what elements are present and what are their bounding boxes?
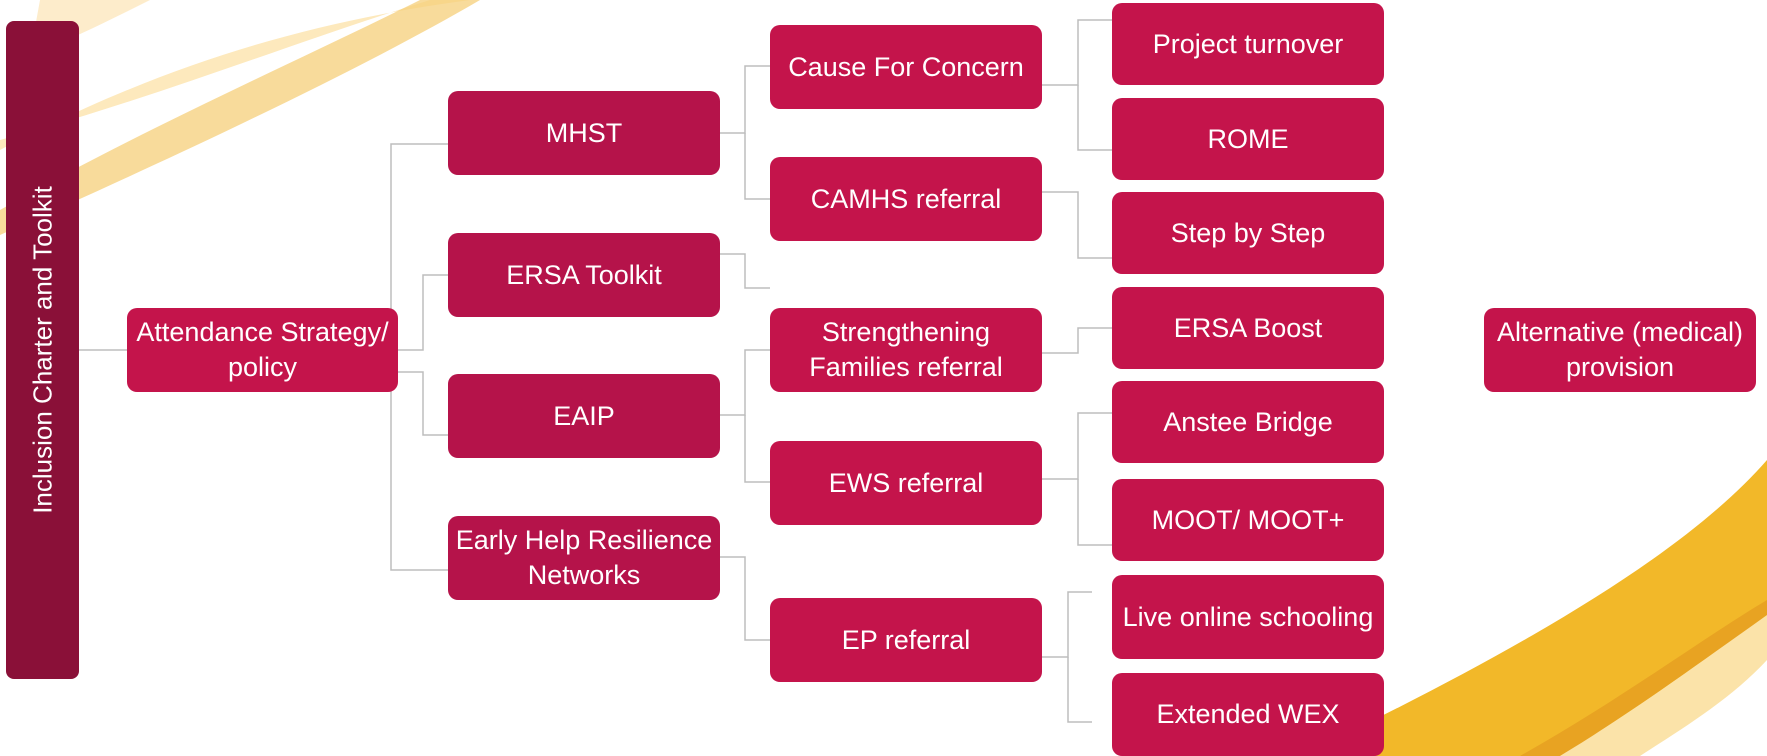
top-left-gold-swoosh [0, 0, 480, 235]
cause-for-concern-label: Cause For Concern [788, 51, 1024, 82]
anstee-bridge-node: Anstee Bridge [1112, 381, 1384, 463]
eaip-label: EAIP [553, 400, 615, 431]
moot-label: MOOT/ MOOT+ [1151, 504, 1345, 535]
alternative-provision-label: Alternative (medical) provision [1496, 317, 1744, 382]
inclusion-charter-sidebar: Inclusion Charter and Toolkit [6, 21, 79, 679]
eaip-node: EAIP [448, 374, 720, 458]
bottom-right-light-swoosh [1560, 610, 1767, 756]
project-turnover-node: Project turnover [1112, 3, 1384, 85]
anstee-bridge-label: Anstee Bridge [1163, 406, 1333, 437]
ews-referral-label: EWS referral [828, 467, 984, 498]
bottom-right-orange-swoosh [1520, 600, 1767, 756]
camhs-referral-label: CAMHS referral [810, 183, 1002, 214]
alternative-provision-node: Alternative (medical) provision [1484, 308, 1756, 392]
rome-label: ROME [1207, 123, 1289, 154]
mhst-node: MHST [448, 91, 720, 175]
mhst-label: MHST [545, 117, 623, 148]
early-help-node: Early Help Resilience Networks [448, 516, 720, 600]
live-online-schooling-node: Live online schooling [1112, 575, 1384, 659]
camhs-referral-node: CAMHS referral [770, 157, 1042, 241]
step-by-step-label: Step by Step [1170, 217, 1326, 248]
moot-node: MOOT/ MOOT+ [1112, 479, 1384, 561]
rome-node: ROME [1112, 98, 1384, 180]
strengthening-families-label: Strengthening Families referral [809, 317, 1003, 382]
extended-wex-node: Extended WEX [1112, 673, 1384, 756]
attendance-strategy-node: Attendance Strategy/ policy [127, 308, 398, 392]
sidebar-label: Inclusion Charter and Toolkit [27, 186, 57, 514]
ersa-toolkit-label: ERSA Toolkit [506, 259, 662, 290]
ep-referral-label: EP referral [841, 624, 971, 655]
ersa-boost-node: ERSA Boost [1112, 287, 1384, 369]
attendance-strategy-label: Attendance Strategy/ policy [136, 317, 389, 382]
cause-for-concern-node: Cause For Concern [770, 25, 1042, 109]
ews-referral-node: EWS referral [770, 441, 1042, 525]
ersa-toolkit-node: ERSA Toolkit [448, 233, 720, 317]
project-turnover-label: Project turnover [1152, 28, 1344, 59]
extended-wex-label: Extended WEX [1156, 699, 1340, 729]
ersa-boost-label: ERSA Boost [1173, 312, 1323, 343]
step-by-step-node: Step by Step [1112, 192, 1384, 274]
ep-referral-node: EP referral [770, 598, 1042, 682]
live-online-schooling-label: Live online schooling [1122, 601, 1374, 632]
early-help-label: Early Help Resilience Networks [455, 525, 713, 590]
strengthening-families-node: Strengthening Families referral [770, 308, 1042, 392]
